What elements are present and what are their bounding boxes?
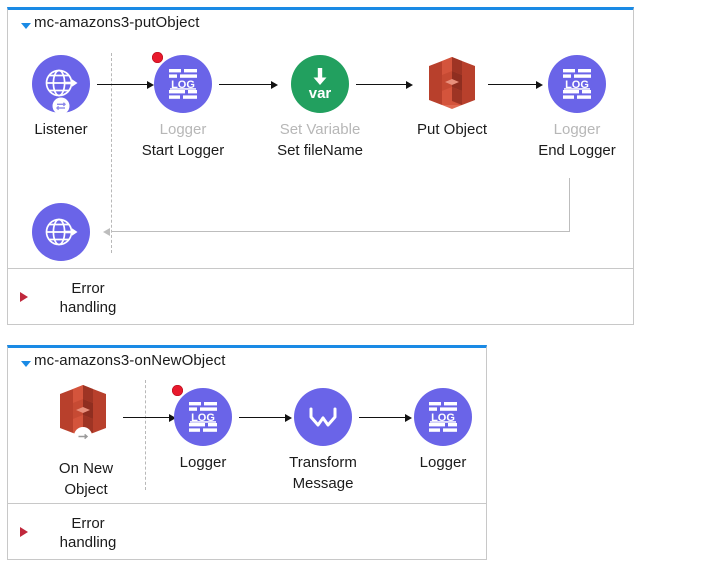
logger-icon: LOG <box>414 388 472 446</box>
node-labels: Logger Start Logger <box>123 119 243 161</box>
svg-text:LOG: LOG <box>565 79 589 91</box>
node-name-label: End Logger <box>538 142 616 159</box>
flow-title: mc-amazons3-onNewObject <box>34 352 226 369</box>
error-handling-section[interactable]: Error handling <box>8 503 486 560</box>
breakpoint-indicator[interactable] <box>172 385 183 396</box>
svg-text:LOG: LOG <box>171 79 195 91</box>
node-name-label: Set fileName <box>277 142 363 159</box>
node-labels: On New Object <box>26 458 146 500</box>
node-name-label: Start Logger <box>141 142 225 159</box>
error-handling-section[interactable]: Error handling <box>8 268 633 325</box>
node-labels: Set Variable Set fileName <box>260 119 380 161</box>
s3-on-new-object-icon <box>52 380 120 454</box>
svg-text:var: var <box>309 85 332 102</box>
http-listener-icon <box>32 55 90 115</box>
node-labels: Logger End Logger <box>517 119 637 161</box>
node-type-label: Transform Message <box>289 454 357 492</box>
node-type-label: On New Object <box>58 460 114 498</box>
node-labels: Transform Message <box>263 452 383 494</box>
logger-icon: LOG <box>548 55 606 113</box>
node-type-label: Logger <box>179 454 227 471</box>
flow-title: mc-amazons3-putObject <box>34 14 200 31</box>
svg-text:LOG: LOG <box>191 412 215 424</box>
error-handling-label: Error handling <box>59 515 117 551</box>
node-labels: Put Object <box>392 119 512 140</box>
node-labels: Logger <box>143 452 263 473</box>
node-type-label: Logger <box>419 454 467 471</box>
transform-message-icon <box>294 388 352 446</box>
source-boundary-divider <box>111 53 112 253</box>
caret-right-icon[interactable] <box>20 527 28 537</box>
logger-icon: LOG <box>174 388 232 446</box>
flow-mc-amazons3-onNewObject[interactable]: mc-amazons3-onNewObject <box>7 345 487 560</box>
error-handling-label: Error handling <box>59 280 117 316</box>
node-type-label: Logger <box>159 121 207 138</box>
logger-icon: LOG <box>154 55 212 113</box>
node-labels: Logger <box>383 452 503 473</box>
node-labels: Listener <box>1 119 121 140</box>
node-type-label: Logger <box>553 121 601 138</box>
s3-put-object-icon <box>421 52 483 114</box>
http-response-icon <box>32 203 90 261</box>
flow-mc-amazons3-putObject[interactable]: mc-amazons3-putObject <box>7 7 634 325</box>
caret-right-icon[interactable] <box>20 292 28 302</box>
breakpoint-indicator[interactable] <box>152 52 163 63</box>
node-type-label: Set Variable <box>279 121 361 138</box>
svg-text:LOG: LOG <box>431 412 455 424</box>
node-type-label: Put Object <box>416 121 488 138</box>
caret-down-icon[interactable] <box>21 23 31 29</box>
set-variable-icon: var <box>291 55 349 113</box>
caret-down-icon[interactable] <box>21 361 31 367</box>
source-boundary-divider <box>145 380 146 490</box>
node-type-label: Listener <box>34 121 88 138</box>
